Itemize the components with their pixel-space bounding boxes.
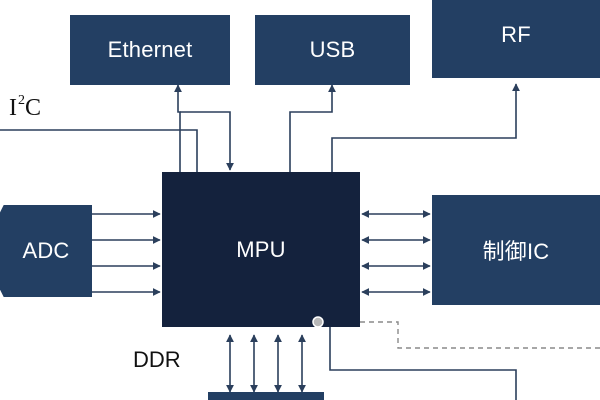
dashed-line: [324, 321, 600, 349]
control-ic-label: 制御IC: [482, 239, 550, 264]
ethernet-label: Ethernet: [107, 37, 193, 62]
ethernet-up-arrow: [174, 84, 182, 172]
i2c-label: I2C: [9, 93, 42, 121]
ddr-label: DDR: [133, 347, 181, 372]
bottom-right-line: [329, 326, 517, 400]
control-ic-block: 制御IC: [432, 195, 600, 305]
mpu-label: MPU: [236, 236, 286, 262]
ddr-block: [208, 392, 324, 400]
usb-block: USB: [255, 15, 410, 85]
rf-arrow: [331, 83, 520, 172]
mpu-block: MPU: [162, 172, 360, 327]
i2c-line: [0, 129, 198, 175]
adc-label: ADC: [22, 238, 70, 263]
ethernet-down-arrow: [180, 111, 234, 171]
rf-block: RF: [432, 0, 600, 78]
ethernet-block: Ethernet: [70, 15, 230, 85]
usb-label: USB: [309, 37, 356, 62]
adc-block: ADC: [0, 205, 92, 297]
rf-label: RF: [501, 22, 531, 47]
usb-up-arrow: [289, 84, 336, 172]
